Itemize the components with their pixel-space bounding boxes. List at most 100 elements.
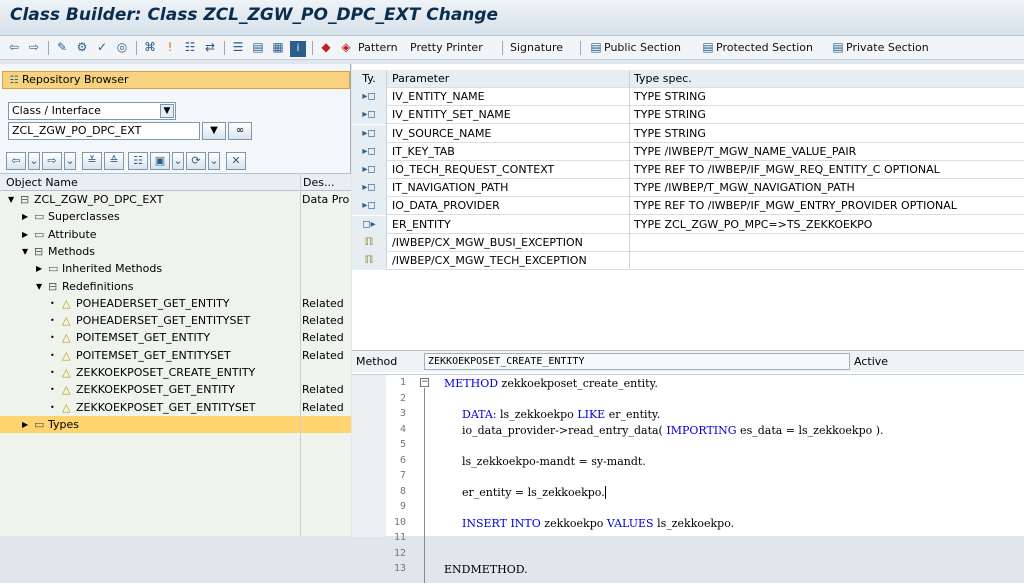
folder-icon: ⊟ [20, 193, 30, 206]
info-icon[interactable]: ! [167, 40, 173, 54]
tree-node[interactable]: ▶▭Superclasses [0, 208, 351, 225]
parameter-name: /IWBEP/CX_MGW_BUSI_EXCEPTION [392, 235, 583, 249]
code-line[interactable]: INSERT INTO zekkoekpo VALUES ls_zekkoekp… [462, 516, 735, 530]
code-editor[interactable]: − METHOD zekkoekposet_create_entity. DATA… [352, 374, 1024, 583]
forward-arrow-icon[interactable]: ⇨ [28, 40, 40, 54]
line-number: 5 [399, 439, 406, 450]
object-name-input[interactable]: ZCL_ZGW_PO_DPC_EXT [8, 122, 200, 140]
activate-icon[interactable]: ⚙ [76, 40, 88, 54]
back-arrow-icon[interactable]: ⇦ [8, 40, 20, 54]
navigation-icon[interactable]: ⇄ [204, 40, 216, 54]
signature-button[interactable]: Signature [510, 41, 564, 54]
method-name-field[interactable]: ZEKKOEKPOSET_CREATE_ENTITY [424, 353, 850, 370]
chevron-down-icon[interactable]: ⌄ [28, 152, 40, 170]
code-line[interactable]: ls_zekkoekpo-mandt = sy-mandt. [462, 454, 646, 468]
table-icon[interactable]: ▦ [272, 40, 284, 54]
check-icon[interactable]: ✓ [96, 40, 108, 54]
parameter-type-spec: TYPE REF TO /IWBEP/IF_MGW_REQ_ENTITY_C O… [634, 163, 940, 176]
collapsed-arrow-icon[interactable]: ▶ [22, 212, 29, 222]
tree-node[interactable]: •△ZEKKOEKPOSET_CREATE_ENTITY [0, 364, 351, 381]
tree-node[interactable]: ▼⊟Redefinitions [0, 278, 351, 295]
code-line[interactable]: er_entity = ls_zekkoekpo. [462, 485, 606, 499]
line-number: 11 [393, 532, 406, 543]
protected-section-button[interactable]: ▤Protected Section [700, 39, 813, 57]
close-icon[interactable]: ✕ [226, 152, 246, 170]
chevron-down-icon[interactable]: ⌄ [208, 152, 220, 170]
repository-browser-header[interactable]: ☷Repository Browser [2, 71, 350, 89]
tree-node[interactable]: ▶▭Types [0, 415, 351, 433]
refresh-icon[interactable]: ⟳ [186, 152, 206, 170]
parameter-row[interactable]: ℿ/IWBEP/CX_MGW_BUSI_EXCEPTION [352, 233, 1024, 252]
tree-node[interactable]: ▼⊟Methods [0, 243, 351, 260]
chevron-down-icon[interactable]: ⌄ [172, 152, 184, 170]
code-line[interactable]: io_data_provider->read_entry_data( IMPOR… [462, 423, 884, 437]
structure-icon[interactable]: ▤ [252, 40, 264, 54]
help-icon[interactable]: i [290, 39, 306, 57]
chevron-down-icon[interactable]: ▼ [160, 104, 174, 118]
layout-icon[interactable]: ▣ [150, 152, 170, 170]
collapsed-arrow-icon[interactable]: ▶ [22, 419, 29, 429]
folder-icon: ▭ [48, 262, 59, 276]
local-types-icon[interactable]: ◈ [341, 40, 351, 54]
tree-node-label: Inherited Methods [62, 262, 163, 276]
parameter-row[interactable]: ℿ/IWBEP/CX_MGW_TECH_EXCEPTION [352, 252, 1024, 270]
test-icon[interactable]: ◎ [116, 40, 128, 54]
column-description[interactable]: Des... [303, 176, 335, 189]
forward-arrow-icon[interactable]: ⇨ [42, 152, 62, 170]
code-line[interactable]: METHOD zekkoekposet_create_entity. [444, 377, 658, 390]
column-object-name[interactable]: Object Name [6, 176, 78, 189]
dropdown-arrow-button[interactable]: ▼ [202, 122, 226, 140]
collapse-icon[interactable]: ≚ [82, 152, 102, 170]
object-type-dropdown[interactable]: Class / Interface ▼ [8, 102, 176, 120]
tree-node-label: ZEKKOEKPOSET_GET_ENTITYSET [76, 400, 256, 414]
tree-node[interactable]: ▶ ▭Inherited Methods [0, 260, 351, 277]
tree-node[interactable]: ▶▭Attribute [0, 226, 351, 243]
expanded-arrow-icon[interactable]: ▼ [22, 246, 29, 256]
line-number: 7 [399, 470, 406, 481]
back-arrow-icon[interactable]: ⇦ [6, 152, 26, 170]
bullet-icon: • [50, 316, 55, 326]
importing-param-icon: ▸◻ [352, 88, 386, 107]
collapsed-arrow-icon[interactable]: ▶ [36, 264, 43, 274]
display-glasses-button[interactable]: ∞ [228, 122, 252, 140]
bullet-icon: • [50, 402, 55, 412]
collapsed-arrow-icon[interactable]: ▶ [22, 229, 29, 239]
fold-toggle-icon[interactable]: − [420, 377, 429, 387]
hierarchy-icon[interactable]: ☷ [184, 40, 196, 54]
expanded-arrow-icon[interactable]: ▼ [36, 281, 43, 291]
pretty-printer-button[interactable]: Pretty Printer [410, 41, 483, 54]
chevron-down-icon: ▼ [210, 125, 218, 136]
pattern-button[interactable]: Pattern [358, 41, 398, 54]
display-change-icon[interactable]: ✎ [56, 40, 68, 54]
private-section-button[interactable]: ▤Private Section [830, 39, 928, 57]
bullet-icon: • [50, 368, 55, 377]
section-icon: ▤ [702, 40, 714, 54]
public-section-button[interactable]: ▤Public Section [588, 39, 681, 57]
source-code-icon[interactable]: ◆ [321, 40, 331, 54]
tree-icon[interactable]: ☰ [232, 40, 244, 54]
expanded-arrow-icon[interactable]: ▼ [8, 195, 15, 204]
chevron-down-icon[interactable]: ⌄ [64, 152, 76, 170]
code-line[interactable]: ENDMETHOD. [444, 563, 528, 576]
parameter-name: IT_KEY_TAB [392, 144, 455, 158]
hierarchy-icon[interactable]: ☷ [128, 152, 148, 170]
code-line[interactable]: DATA: ls_zekkoekpo LIKE er_entity. [462, 408, 661, 421]
where-used-icon[interactable]: ⌘ [144, 40, 156, 54]
method-status: Active [854, 355, 889, 368]
expand-icon[interactable]: ≙ [104, 152, 124, 170]
